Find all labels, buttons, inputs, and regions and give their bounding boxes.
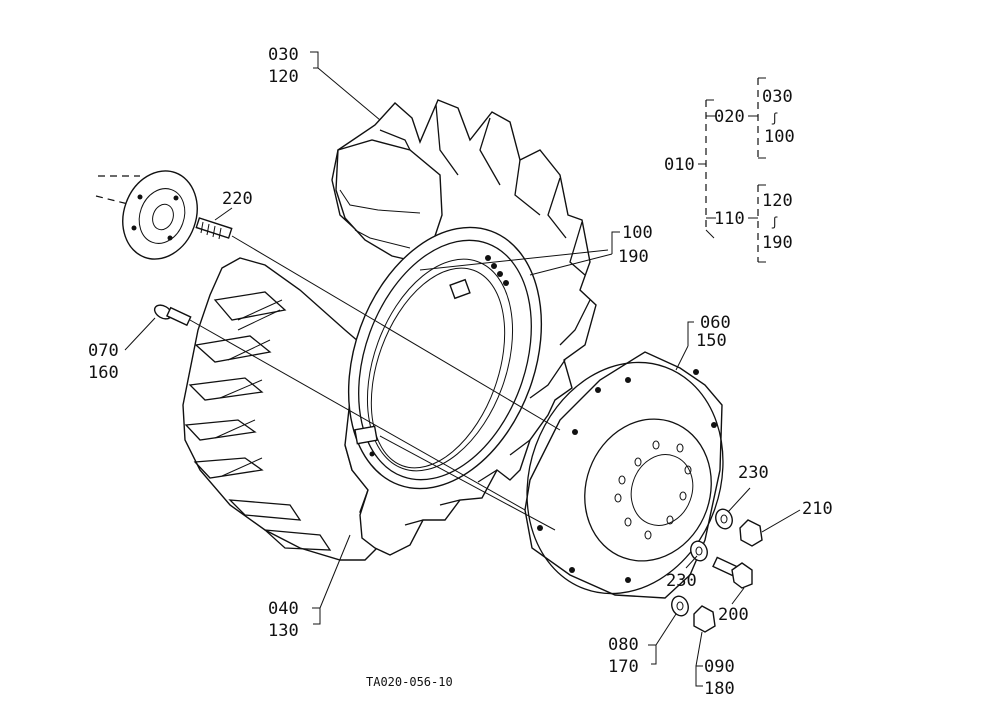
tree-labels: 010 020 030 ʃ 100 110 120 ʃ 190 [664, 87, 795, 253]
disc-wheel [524, 351, 724, 599]
tree-label-190: 190 [762, 233, 793, 253]
label-200: 200 [718, 605, 749, 625]
label-160: 160 [88, 363, 119, 383]
tree-label-010: 010 [664, 155, 695, 175]
label-150: 150 [696, 331, 727, 351]
assembly-lines [189, 235, 609, 531]
tree-label-tilde-1: ʃ [771, 111, 778, 125]
label-040: 040 [268, 599, 299, 619]
wheel-rim [347, 226, 543, 490]
label-230-lower: 230 [666, 571, 697, 591]
label-030: 030 [268, 45, 299, 65]
label-090: 090 [704, 657, 735, 677]
label-100: 100 [622, 223, 653, 243]
tree-label-020: 020 [714, 107, 745, 127]
drawing-code: TA020-056-10 [366, 675, 453, 689]
tree-label-tilde-2: ʃ [771, 215, 778, 229]
tree-label-110: 110 [714, 209, 745, 229]
label-230-top: 230 [738, 463, 769, 483]
label-120: 120 [268, 67, 299, 87]
label-190: 190 [618, 247, 649, 267]
label-210: 210 [802, 499, 833, 519]
bolt-070 [153, 304, 192, 327]
hub-flange [95, 170, 198, 260]
label-070: 070 [88, 341, 119, 361]
tire-rear-half [182, 257, 386, 561]
label-080: 080 [608, 635, 639, 655]
label-180: 180 [704, 679, 735, 699]
leader-lines [124, 51, 801, 687]
fasteners [671, 508, 763, 633]
stud-bolt-220 [195, 217, 233, 240]
label-130: 130 [268, 621, 299, 641]
tree-label-100: 100 [764, 127, 795, 147]
part-labels: 030 120 220 100 190 070 160 060 150 230 … [88, 45, 833, 699]
tree-label-120: 120 [762, 191, 793, 211]
label-220: 220 [222, 189, 253, 209]
label-060: 060 [700, 313, 731, 333]
label-170: 170 [608, 657, 639, 677]
parts-tree [698, 77, 766, 263]
tree-label-030: 030 [762, 87, 793, 107]
